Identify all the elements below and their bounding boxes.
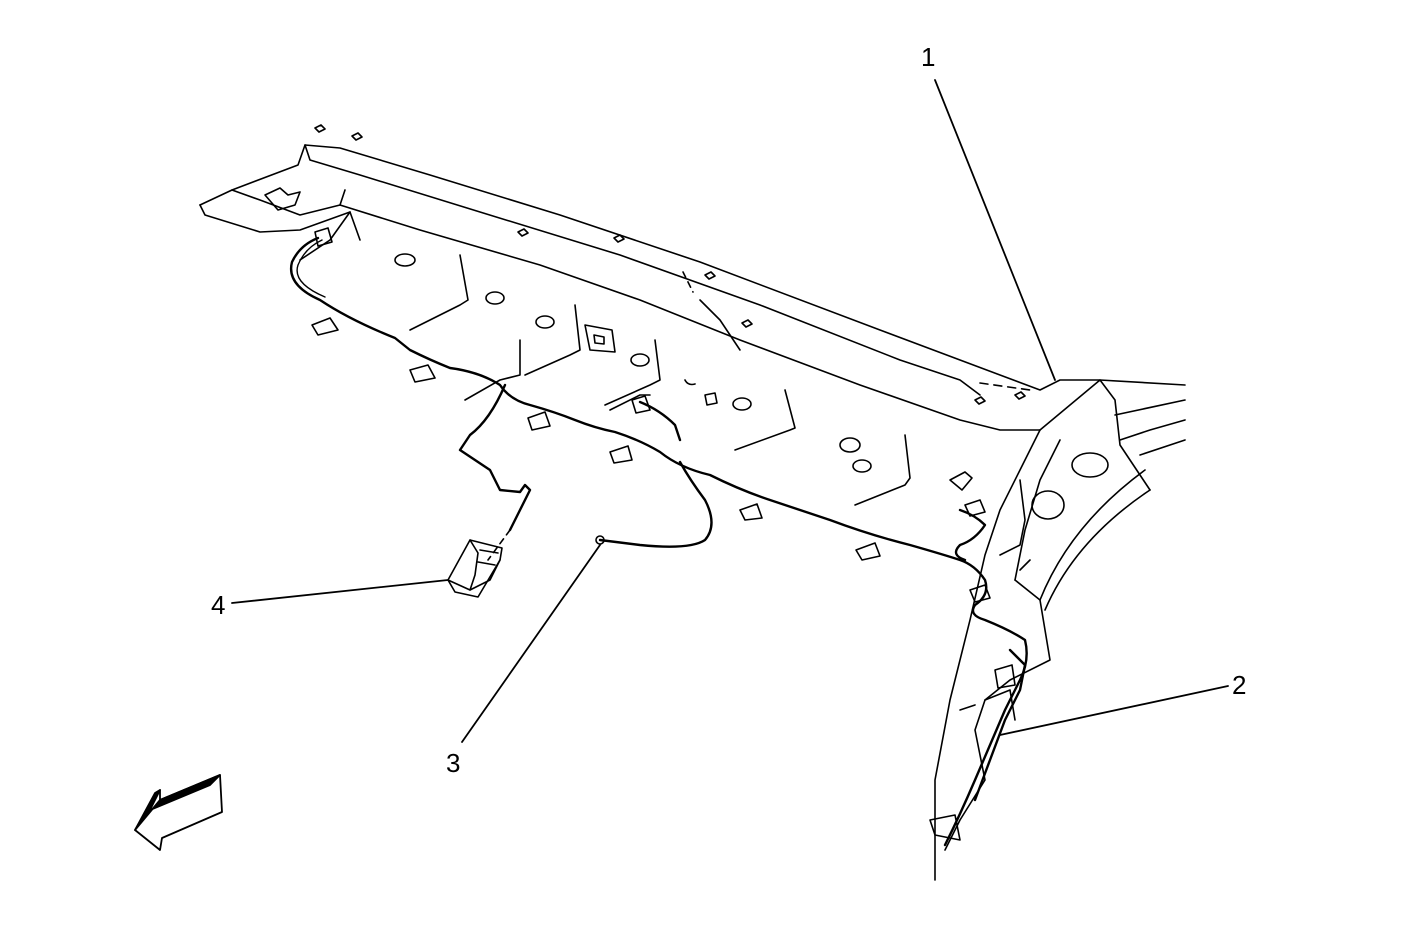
- direction-arrow-icon: [134, 774, 223, 851]
- callout-label-4: 4: [211, 590, 226, 620]
- callout-label-2: 2: [1232, 670, 1247, 700]
- wiring-harness: [289, 236, 1028, 847]
- leader-line-1: [934, 79, 1056, 381]
- leader-line-2: [999, 685, 1229, 736]
- leader-line-3: [461, 544, 601, 743]
- antenna-module: [447, 529, 511, 598]
- leader-lines: [231, 79, 1229, 743]
- callout-label-1: 1: [921, 42, 936, 72]
- rear-body-panel: [199, 124, 1101, 506]
- callout-label-3: 3: [446, 748, 461, 778]
- quarter-panel-structure: [929, 379, 1186, 881]
- leader-line-4: [231, 579, 449, 604]
- wire-clips: [311, 227, 991, 603]
